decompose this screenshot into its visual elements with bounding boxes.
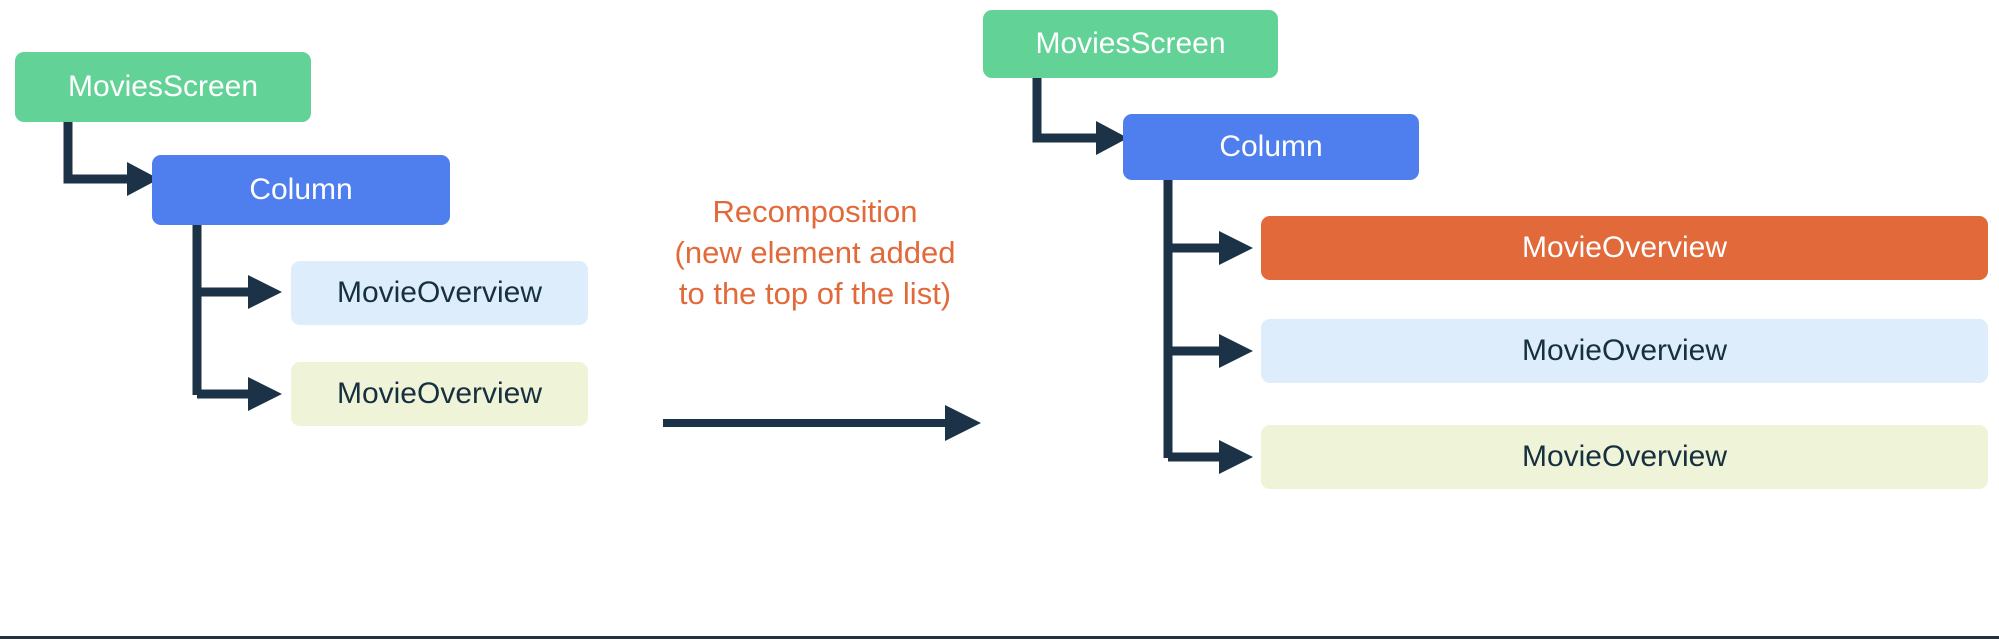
before-node-movie-overview-2-label: MovieOverview: [336, 377, 543, 410]
before-node-movies-screen: MoviesScreen: [15, 52, 311, 122]
after-node-movie-overview-2-label: MovieOverview: [1521, 440, 1728, 473]
before-connector-screen-to-column: [63, 122, 163, 200]
before-node-column-label: Column: [249, 173, 353, 206]
recomposition-annotation: Recomposition (new element added to the …: [660, 192, 970, 315]
before-node-column: Column: [152, 155, 450, 225]
before-node-movie-overview-1-label: MovieOverview: [336, 276, 543, 309]
before-node-movie-overview-2: MovieOverview: [291, 362, 588, 426]
after-node-movie-overview-1: MovieOverview: [1261, 319, 1988, 383]
after-node-movies-screen-label: MoviesScreen: [1035, 27, 1226, 60]
after-node-movie-overview-new: MovieOverview: [1261, 216, 1988, 280]
recomposition-annotation-line-3: to the top of the list): [678, 275, 952, 311]
after-node-column-label: Column: [1219, 130, 1323, 163]
after-node-movie-overview-1-label: MovieOverview: [1521, 334, 1728, 367]
after-node-column: Column: [1123, 114, 1419, 180]
after-connector-column-to-items: [1163, 180, 1273, 474]
recomposition-annotation-line-1: Recomposition: [712, 194, 918, 229]
before-node-movies-screen-label: MoviesScreen: [67, 70, 259, 103]
before-node-movie-overview-1: MovieOverview: [291, 261, 588, 325]
before-connector-column-to-items: [192, 225, 302, 411]
after-node-movie-overview-new-label: MovieOverview: [1521, 231, 1728, 264]
recomposition-arrow: [663, 405, 983, 441]
recomposition-annotation-line-2: (new element added: [674, 234, 956, 270]
bottom-divider: [0, 636, 1999, 639]
after-connector-screen-to-column: [1032, 78, 1132, 158]
after-node-movie-overview-2: MovieOverview: [1261, 425, 1988, 489]
after-node-movies-screen: MoviesScreen: [983, 10, 1278, 78]
